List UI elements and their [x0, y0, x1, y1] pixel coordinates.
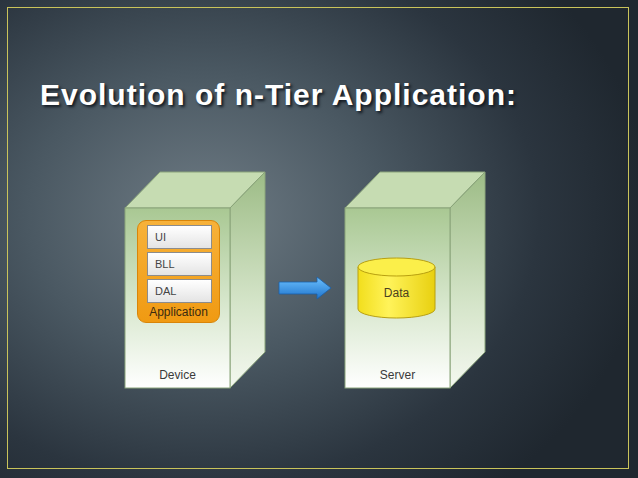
node-label: Server: [345, 368, 450, 382]
cube-front: [345, 208, 450, 388]
cube-front: [125, 208, 230, 388]
layer-label: DAL: [155, 285, 176, 297]
cylinder-top: [358, 258, 435, 276]
database-cylinder: Data: [358, 258, 435, 318]
node-label: Device: [125, 368, 230, 382]
flow-arrow: [279, 277, 331, 299]
device-box: Device Application UI BLL DAL: [125, 172, 265, 388]
layer-label: BLL: [155, 258, 175, 270]
cube-side: [450, 172, 485, 388]
application-box: Application UI BLL DAL: [137, 220, 220, 323]
slide-title: Evolution of n-Tier Application:: [40, 78, 517, 112]
layer-label: UI: [155, 231, 166, 243]
layer-box: DAL: [147, 279, 212, 303]
node-label: Data: [358, 286, 435, 300]
layer-box: BLL: [147, 252, 212, 276]
cube-side: [230, 172, 265, 388]
node-label: Application: [138, 305, 219, 319]
slide-border: [7, 7, 629, 469]
server-box: Server Data: [345, 172, 485, 388]
layer-box: UI: [147, 225, 212, 249]
